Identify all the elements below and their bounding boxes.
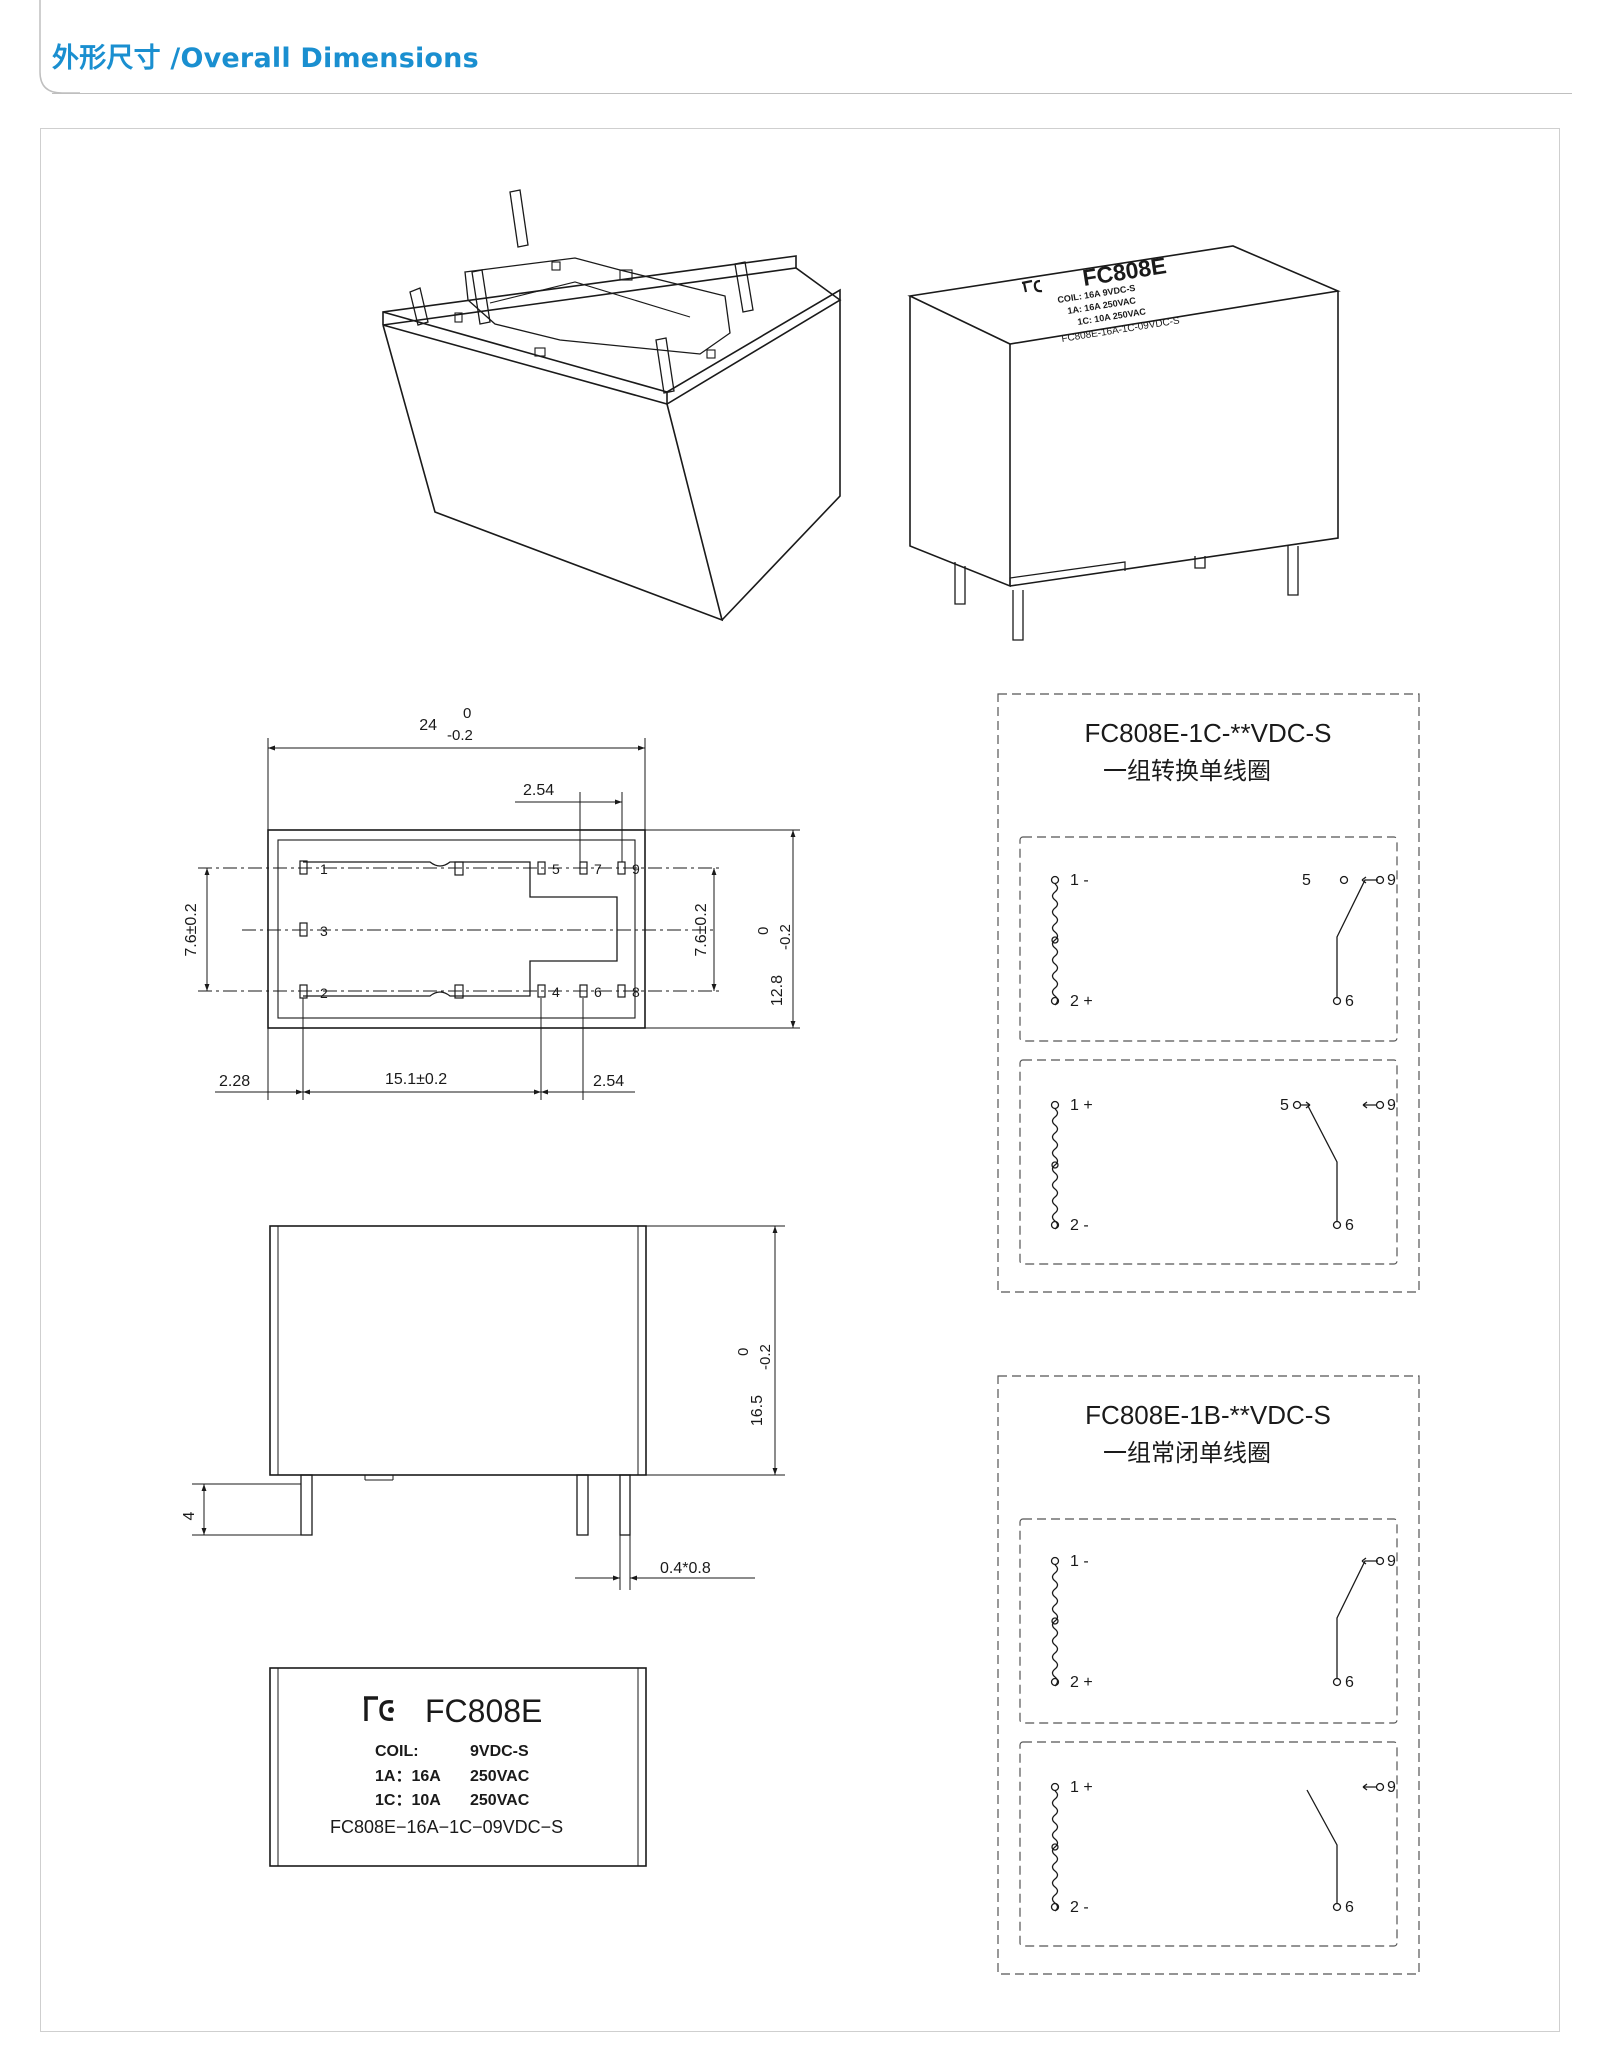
pin-label-5: 5 (552, 861, 560, 877)
schematic-1c-title: FC808E-1C-**VDC-S (1084, 718, 1331, 748)
dim-pin-size: 0.4*0.8 (660, 1560, 711, 1577)
dim-pin-span: 15.1±0.2 (385, 1071, 447, 1088)
label-coil-value: 9VDC-S (470, 1743, 529, 1760)
bottom-view (198, 738, 800, 1100)
dim-depth: 12.8 (769, 975, 786, 1006)
pin-label-8: 8 (632, 984, 640, 1000)
header-divider (52, 93, 1572, 94)
pin-label-3: 3 (320, 923, 328, 939)
schematic-1b-lower-com: 9 (1387, 1779, 1396, 1796)
pin-label-2: 2 (320, 985, 328, 1001)
label-1a: 1A：16A (375, 1768, 441, 1785)
schematic-1b-lower-no: 6 (1345, 1899, 1354, 1916)
schematic-1c-upper-coil-top: 1 - (1070, 872, 1089, 889)
page-header: 外形尺寸 /Overall Dimensions (0, 0, 1600, 96)
dim-right-pitch: 2.54 (593, 1073, 624, 1090)
schematic-1b-subtitle: 一组常闭单线圈 (1103, 1440, 1271, 1467)
schematic-1c-lower (1050, 1100, 1385, 1230)
dim-height: 16.5 (749, 1395, 766, 1426)
label-view (269, 1667, 647, 1867)
dim-depth-tol-upper: 0 (755, 927, 772, 935)
side-view (192, 1225, 785, 1590)
dim-left-offset: 2.28 (219, 1073, 250, 1090)
pin-label-1: 1 (320, 861, 328, 877)
schematic-1b-panel: FC808E-1B-**VDC-S 一组常闭单线圈 1 - 2 + 9 6 (997, 1375, 1420, 1975)
label-model: FC808E (425, 1693, 542, 1729)
dim-left-height: 7.6±0.2 (183, 903, 200, 956)
schematic-1c-upper-coil-bottom: 2 + (1070, 993, 1093, 1010)
schematic-1c-upper-no: 6 (1345, 993, 1354, 1010)
pin-label-9: 9 (632, 861, 640, 877)
schematic-1b-lower-coil-top: 1 + (1070, 1779, 1093, 1796)
schematic-1c-panel: FC808E-1C-**VDC-S 一组转换单线圈 1 - 2 + 5 9 6 (997, 693, 1420, 1293)
schematic-1c-upper-nc: 5 (1302, 872, 1311, 889)
label-view-text: FC808E COIL: 9VDC-S 1A：16A 250VAC 1C：10A… (330, 1693, 563, 1837)
schematic-1c-subtitle: 一组转换单线圈 (1103, 758, 1271, 785)
dim-height-tol-upper: 0 (735, 1348, 752, 1356)
label-logo-icon (364, 1696, 394, 1721)
schematic-1b-upper-coil-bottom: 2 + (1070, 1674, 1093, 1691)
dim-width: 24 (419, 717, 437, 734)
header-corner-curve (39, 0, 80, 94)
page-title: 外形尺寸 /Overall Dimensions (52, 43, 479, 74)
label-1c: 1C：10A (375, 1792, 441, 1809)
schematic-1b-upper (1050, 1556, 1385, 1687)
schematic-1b-lower-coil-bottom: 2 - (1070, 1899, 1089, 1916)
schematic-1c-lower-coil-bottom: 2 - (1070, 1217, 1089, 1234)
dim-depth-tol-lower: -0.2 (777, 924, 794, 950)
pin-label-4: 4 (552, 984, 560, 1000)
dim-width-tol-upper: 0 (463, 705, 471, 722)
schematic-1c-upper (1050, 875, 1385, 1006)
dim-width-tol-lower: -0.2 (447, 727, 473, 744)
drawing-frame (40, 128, 1560, 2032)
label-1a-value: 250VAC (470, 1768, 530, 1785)
schematic-1c-upper-com: 9 (1387, 872, 1396, 889)
pin-label-7: 7 (594, 861, 602, 877)
bottom-view-text: 24 0 -0.2 2.54 1 3 2 5 7 9 4 6 8 7.6±0.2… (183, 705, 794, 1090)
schematic-1b-upper-no: 6 (1345, 1674, 1354, 1691)
schematic-1b-upper-coil-top: 1 - (1070, 1553, 1089, 1570)
schematic-1b-title: FC808E-1B-**VDC-S (1085, 1400, 1331, 1430)
dim-pin-length: 4 (181, 1511, 198, 1520)
iso-view-top-label (907, 245, 1341, 641)
label-coil: COIL: (375, 1743, 419, 1760)
dim-right-height: 7.6±0.2 (693, 903, 710, 956)
label-part: FC808E−16A−1C−09VDC−S (330, 1817, 563, 1837)
dim-height-tol-lower: -0.2 (757, 1344, 774, 1370)
label-1c-value: 250VAC (470, 1792, 530, 1809)
iso-label-text: FC808E COIL: 16A 9VDC-S 1A: 16A 250VAC 1… (1057, 252, 1181, 345)
side-view-text: 16.5 0 -0.2 4 0.4*0.8 (181, 1344, 774, 1577)
schematic-1b-lower (1050, 1782, 1385, 1912)
schematic-1c-lower-no: 6 (1345, 1217, 1354, 1234)
dim-pitch-top: 2.54 (523, 782, 554, 799)
iso-view-pins-up (382, 189, 842, 622)
schematic-1b-upper-com: 9 (1387, 1553, 1396, 1570)
schematic-1c-lower-com: 9 (1387, 1097, 1396, 1114)
pin-label-6: 6 (594, 984, 602, 1000)
schematic-1c-lower-nc: 5 (1280, 1097, 1289, 1114)
schematic-1c-lower-coil-top: 1 + (1070, 1097, 1093, 1114)
